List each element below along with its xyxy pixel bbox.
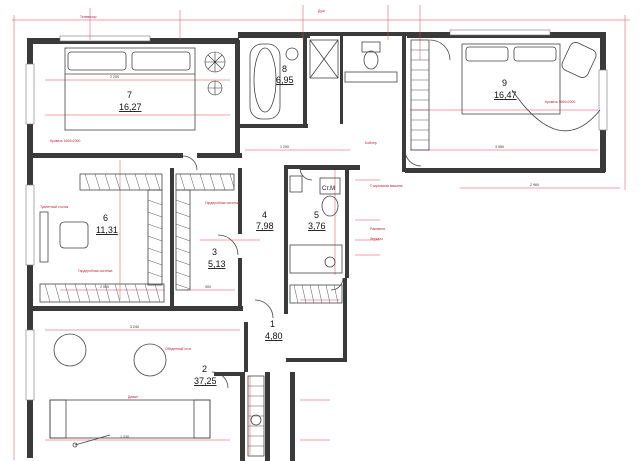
- note-sink: Раковина: [370, 227, 385, 231]
- room-5-area: 3,76: [308, 221, 326, 231]
- note-bed-7: Кровать 1600х2000: [50, 139, 80, 143]
- dimension-values: 2 200 3 240 3 550 1 330 2 960 1 290 2 04…: [100, 75, 539, 439]
- windows: [25, 29, 608, 401]
- dim-5: 2 960: [530, 183, 539, 187]
- note-washer: Стиральная машина: [370, 184, 403, 188]
- note-wardrobe-6: Гардеробная система: [78, 269, 112, 273]
- wardrobe-room-6: [39, 173, 165, 303]
- room-6-number: 6: [103, 213, 108, 223]
- room-1-area: 4,80: [265, 331, 283, 341]
- dim-7: 2 040: [100, 285, 109, 289]
- bed-room-9: [410, 39, 601, 151]
- room-5-number: 5: [314, 210, 319, 220]
- note-desk: Туалетный столик: [40, 205, 69, 209]
- shower: [309, 39, 339, 79]
- room-8-number: 8: [282, 64, 287, 74]
- room-8-area: 6,95: [276, 75, 294, 85]
- dim-8: 900: [205, 285, 211, 289]
- room-2-area: 37,25: [194, 376, 217, 386]
- dimension-lines: [12, 5, 630, 460]
- note-wardrobe-3: Гардеробная система: [205, 201, 239, 205]
- note-dining: Обеденный стол: [165, 347, 191, 351]
- dim-3: 3 550: [495, 145, 504, 149]
- bed-room-7: [64, 47, 196, 131]
- room-4-number: 4: [262, 210, 267, 220]
- room-7-number: 7: [127, 90, 132, 100]
- door-arcs: [182, 149, 422, 389]
- storage-label: Ст.М: [322, 186, 335, 192]
- bathroom-5-fixtures: [289, 175, 343, 304]
- bathtub: [249, 43, 299, 120]
- room-9-area: 16,47: [494, 90, 517, 100]
- room-9-number: 9: [502, 78, 507, 88]
- room-6-area: 11,31: [96, 225, 118, 235]
- room-3-area: 5,13: [208, 259, 226, 269]
- room-1-number: 1: [270, 319, 275, 329]
- dim-6: 1 290: [280, 145, 289, 149]
- room-4-area: 7,98: [256, 221, 274, 231]
- walls: [27, 32, 606, 461]
- annotations: Кровать 1600х2000 Кровать 1600х2000 Дива…: [40, 9, 575, 399]
- note-sofa: Диван: [128, 395, 138, 399]
- room-3-number: 3: [212, 247, 217, 257]
- note-bed-9: Кровать 1600х2000: [545, 100, 575, 104]
- note-boiler: Бойлер: [365, 141, 377, 145]
- living-room-furniture: [49, 333, 265, 457]
- note-shower: Душ: [318, 9, 325, 13]
- dim-1: 2 200: [110, 75, 119, 79]
- room-7-area: 16,27: [119, 102, 142, 112]
- plant-icons: [204, 51, 226, 96]
- toilet: [344, 41, 398, 83]
- wardrobe-room-3: [175, 173, 239, 291]
- note-tv: Телевизор: [80, 15, 97, 19]
- note-mirror: Зеркало: [370, 237, 383, 241]
- dim-2: 3 240: [130, 325, 139, 329]
- dim-4: 1 330: [120, 435, 129, 439]
- room-labels: 1 4,80 2 37,25 3 5,13 4 7,98 5 3,76 6 11…: [96, 64, 517, 386]
- room-2-number: 2: [202, 364, 207, 374]
